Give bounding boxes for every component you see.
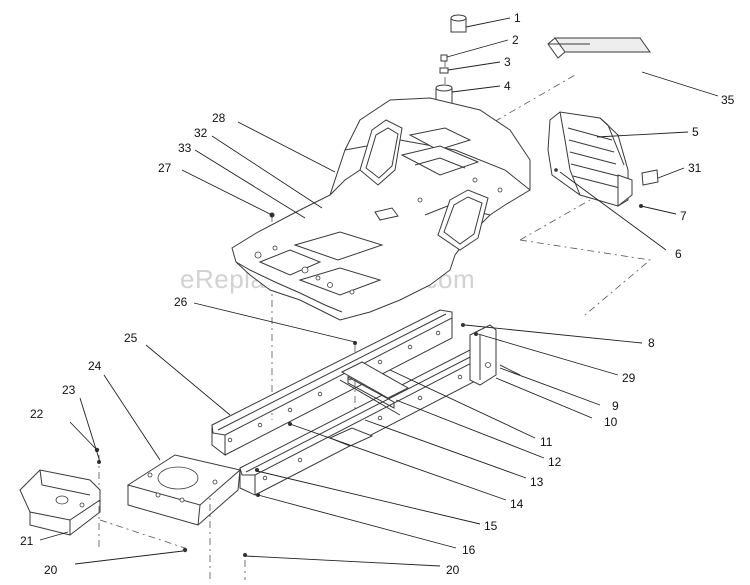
callout-29: 29 bbox=[622, 371, 636, 385]
callout-6: 6 bbox=[675, 247, 682, 261]
rear-shroud bbox=[547, 111, 659, 208]
rail-bar-part bbox=[547, 37, 651, 59]
callout-9: 9 bbox=[612, 399, 619, 413]
side-bracket bbox=[19, 469, 101, 536]
callout-5: 5 bbox=[692, 125, 699, 139]
callout-26: 26 bbox=[174, 295, 188, 309]
callout-12: 12 bbox=[548, 455, 562, 469]
callout-1: 1 bbox=[514, 11, 521, 25]
knob-part bbox=[450, 14, 467, 33]
callout-35: 35 bbox=[721, 93, 735, 107]
spring-part bbox=[439, 54, 449, 74]
callout-14: 14 bbox=[510, 497, 524, 511]
left-frame-rail bbox=[211, 309, 453, 457]
callout-13: 13 bbox=[530, 475, 544, 489]
front-mount-plate bbox=[126, 454, 242, 526]
callout-32: 32 bbox=[194, 126, 208, 140]
callout-7: 7 bbox=[680, 209, 687, 223]
rear-axle-bracket bbox=[461, 323, 521, 386]
callout-20-left: 20 bbox=[44, 563, 58, 577]
callout-10: 10 bbox=[604, 415, 618, 429]
callout-22: 22 bbox=[30, 407, 44, 421]
callout-33: 33 bbox=[178, 141, 192, 155]
callout-16: 16 bbox=[462, 543, 476, 557]
callout-27: 27 bbox=[158, 161, 172, 175]
callout-labels: 1 2 3 4 35 5 31 7 6 28 32 33 27 26 8 29 … bbox=[20, 11, 735, 577]
callout-31: 31 bbox=[688, 161, 702, 175]
callout-3: 3 bbox=[504, 55, 511, 69]
fender-deck bbox=[231, 97, 531, 321]
callout-25: 25 bbox=[124, 331, 138, 345]
callout-4: 4 bbox=[504, 79, 511, 93]
callout-24: 24 bbox=[88, 359, 102, 373]
callout-11: 11 bbox=[540, 435, 553, 449]
callout-20-right: 20 bbox=[446, 563, 460, 577]
callout-23: 23 bbox=[62, 383, 76, 397]
callout-8: 8 bbox=[648, 336, 655, 350]
callout-28: 28 bbox=[212, 111, 226, 125]
callout-15: 15 bbox=[484, 519, 498, 533]
callout-2: 2 bbox=[512, 33, 519, 47]
callout-21: 21 bbox=[20, 534, 34, 548]
leader-lines bbox=[39, 17, 719, 567]
